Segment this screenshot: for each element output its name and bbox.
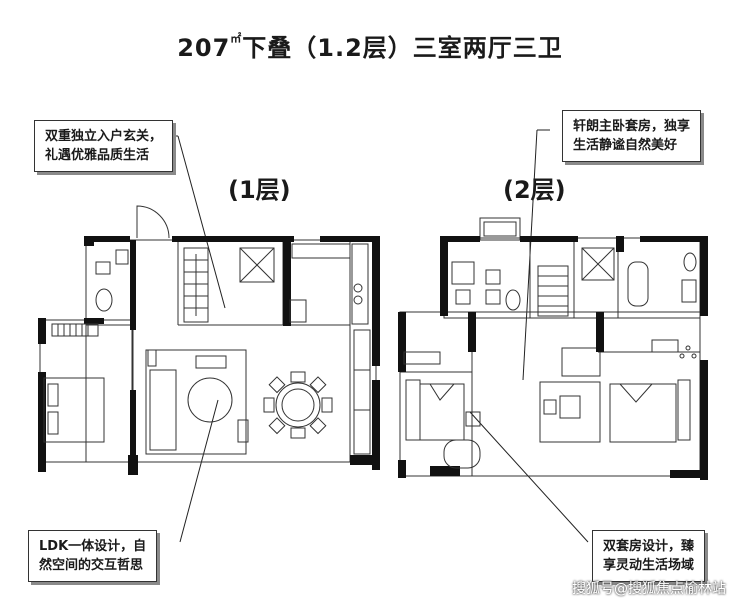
callout-entry-line2: 礼遇优雅品质生活 [45, 148, 150, 163]
title-rest: 下叠（1.2层）三室两厅三卫 [242, 34, 563, 62]
callout-master-suite: 轩朗主卧套房，独享 生活静谧自然美好 [562, 110, 702, 162]
callout-dual-suite: 双套房设计，臻 享灵动生活场域 [592, 530, 706, 582]
floor-1-label: (1层) [228, 176, 291, 204]
floor-2-plan [398, 217, 708, 480]
callout-entry: 双重独立入户玄关， 礼遇优雅品质生活 [34, 120, 174, 172]
callout-master-line2: 生活静谧自然美好 [573, 138, 678, 153]
callout-entry-line1: 双重独立入户玄关， [45, 129, 163, 144]
watermark: 搜狐号@搜狐焦点榆林站 [572, 581, 726, 597]
callout-ldk-line1: LDK一体设计，自 [39, 539, 147, 554]
callout-suite-line1: 双套房设计，臻 [603, 539, 695, 554]
floor-1-plan [38, 205, 380, 475]
callout-ldk-line2: 然空间的交互哲思 [39, 558, 144, 573]
callout-ldk: LDK一体设计，自 然空间的交互哲思 [28, 530, 158, 582]
plan-title: 207㎡下叠（1.2层）三室两厅三卫 [0, 28, 740, 63]
callout-suite-line2: 享灵动生活场域 [603, 558, 695, 573]
title-unit: ㎡ [230, 32, 243, 45]
title-area: 207 [177, 34, 231, 62]
callout-master-line1: 轩朗主卧套房，独享 [573, 119, 691, 134]
